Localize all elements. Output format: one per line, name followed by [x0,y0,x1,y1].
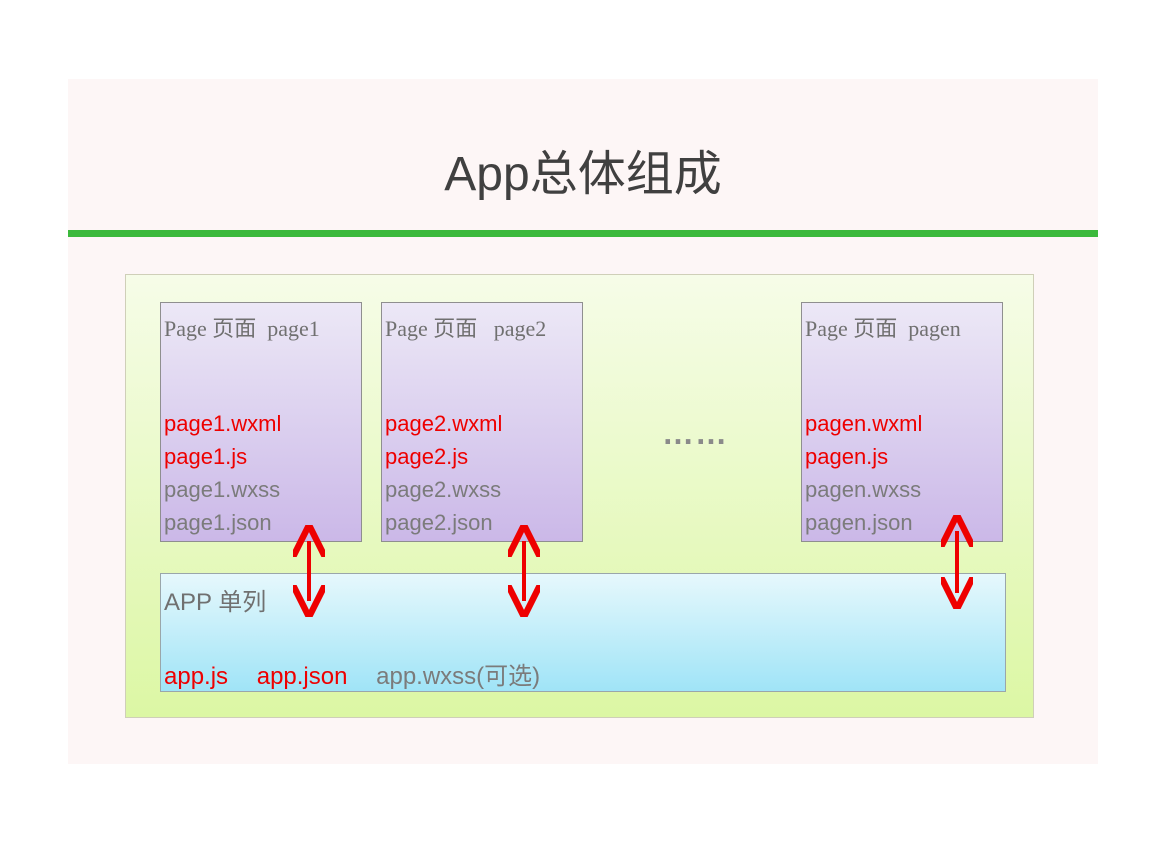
page-box-2: Page 页面 page2 page2.wxml page2.js page2.… [381,302,583,542]
file-json: page1.json [164,510,272,535]
title-divider [68,230,1098,237]
page-box-title: Page 页面 page1 [164,316,320,341]
file-json: pagen.json [805,510,913,535]
page-file-list: page2.wxml page2.js page2.wxss page2.jso… [385,407,502,539]
more-pages-ellipsis: …… [662,415,728,451]
file-app-js: app.js [164,663,229,690]
page-file-list: page1.wxml page1.js page1.wxss page1.jso… [164,407,281,539]
file-js: pagen.js [805,444,889,469]
file-json: page2.json [385,510,493,535]
file-wxml: pagen.wxml [805,411,923,436]
file-app-json: app.json [256,663,348,690]
diagram-title: App总体组成 [444,148,722,201]
app-singleton-box: APP 单列 app.js app.json app.wxss(可选) [160,573,1006,692]
page-file-list: pagen.wxml pagen.js pagen.wxss pagen.jso… [805,407,922,539]
app-file-list: app.js app.json app.wxss(可选) [164,656,562,691]
file-wxml: page1.wxml [164,411,282,436]
app-box-title: APP 单列 [164,589,267,616]
file-wxml: page2.wxml [385,411,503,436]
page-box-title: Page 页面 page2 [385,316,547,341]
file-wxss: page1.wxss [164,477,281,502]
file-app-wxss: app.wxss(可选) [376,663,541,690]
file-wxss: page2.wxss [385,477,502,502]
page-box-1: Page 页面 page1 page1.wxml page1.js page1.… [160,302,362,542]
page-box-n: Page 页面 pagen pagen.wxml pagen.js pagen.… [801,302,1003,542]
file-wxss: pagen.wxss [805,477,922,502]
slide: App总体组成 Page 页面 page1 page1.wxml page1.j… [68,79,1098,764]
page-box-title: Page 页面 pagen [805,316,961,341]
file-js: page1.js [164,444,248,469]
file-js: page2.js [385,444,469,469]
